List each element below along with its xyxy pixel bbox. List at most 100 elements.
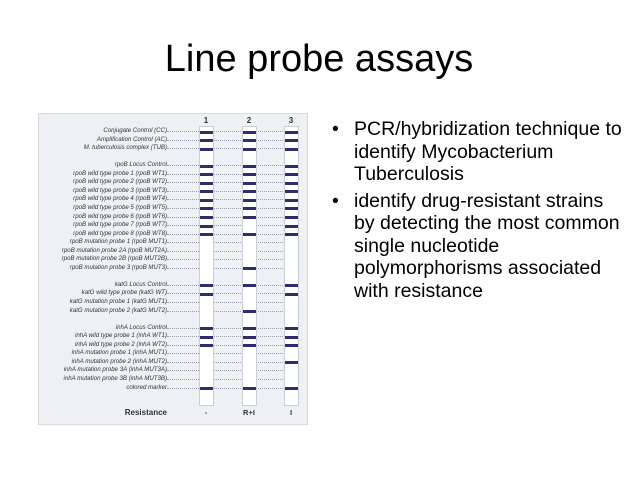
- probe-band: [285, 292, 298, 296]
- probe-row-label: inhA mutation probe 3B (inhA MUT3B): [63, 374, 167, 382]
- probe-row-guide: [167, 233, 297, 235]
- probe-row-guide: [167, 353, 297, 355]
- probe-band: [243, 344, 256, 348]
- probe-row-label: inhA wild type probe 1 (inhA WT1): [74, 332, 167, 340]
- probe-row-guide: [167, 242, 297, 244]
- probe-band: [285, 284, 298, 288]
- probe-band: [285, 361, 298, 365]
- probe-band: [285, 335, 298, 339]
- bullet-text: PCR/hybridization technique to identify …: [354, 118, 622, 185]
- probe-band: [200, 292, 213, 296]
- probe-band: [285, 216, 298, 219]
- probe-band: [243, 233, 256, 237]
- probe-band: [200, 139, 213, 143]
- probe-row-guide: [167, 131, 297, 132]
- probe-row-guide: [167, 293, 297, 295]
- bullet-item: • identify drug-resistant strains by dete…: [332, 190, 622, 303]
- probe-row-guide: [167, 302, 297, 303]
- probe-row-guide: [167, 148, 297, 150]
- probe-band: [200, 207, 213, 211]
- probe-row-label: M. tuberculosis complex (TUB): [83, 144, 167, 152]
- probe-row-label: Conjugate Control (CC): [103, 127, 167, 134]
- bullet-item: • PCR/hybridization technique to identify…: [332, 118, 622, 186]
- probe-row-label: rpoB wild type probe 2 (rpoB WT2): [73, 178, 167, 186]
- probe-row-guide: [167, 199, 297, 201]
- probe-row-label: inhA mutation probe 3A (inhA MUT3A): [63, 366, 167, 374]
- probe-row-guide: [167, 259, 297, 261]
- probe-row-guide: [167, 173, 297, 175]
- probe-band: [285, 327, 298, 331]
- probe-band: [200, 198, 213, 202]
- probe-row-guide: [167, 225, 297, 227]
- probe-band: [243, 207, 256, 211]
- probe-row-guide: [167, 327, 297, 329]
- strip-number: 1: [203, 116, 209, 125]
- probe-band: [200, 327, 213, 331]
- bullet-dot-icon: •: [332, 118, 339, 140]
- probe-row-label: colored marker: [126, 383, 167, 391]
- probe-row-label: inhA wild type probe 2 (inhA WT2): [74, 340, 167, 348]
- probe-band: [243, 335, 256, 339]
- probe-band: [285, 164, 298, 168]
- probe-row-label: rpoB mutation probe 3 (rpoB MUT3): [69, 263, 167, 271]
- resistance-label: Resistance: [124, 408, 167, 417]
- probe-band: [200, 130, 213, 134]
- probe-band: [285, 190, 298, 194]
- probe-band: [243, 139, 256, 143]
- probe-row-guide: [167, 190, 297, 192]
- probe-band: [200, 216, 213, 219]
- probe-band: [285, 344, 298, 348]
- probe-band: [285, 147, 298, 151]
- resistance-value: -: [204, 408, 208, 417]
- resistance-value: R+I: [243, 408, 255, 417]
- probe-row-guide: [167, 165, 297, 167]
- probe-band: [200, 387, 213, 390]
- probe-band: [285, 139, 298, 143]
- strip-number: 2: [246, 116, 252, 125]
- probe-row-guide: [167, 216, 297, 218]
- slide-title: Line probe assays: [164, 38, 474, 80]
- probe-band: [243, 147, 256, 151]
- probe-row-guide: [167, 370, 297, 372]
- probe-band: [200, 190, 213, 194]
- bullet-dot-icon: •: [332, 189, 339, 212]
- line-probe-assay-figure: Resistance Conjugate Control (CC)Amplifi…: [38, 113, 308, 425]
- probe-row-guide: [167, 361, 297, 363]
- probe-band: [285, 224, 298, 228]
- probe-band: [200, 224, 213, 228]
- probe-band: [243, 310, 256, 314]
- probe-row-guide: [167, 284, 297, 286]
- probe-band: [285, 181, 298, 185]
- probe-band: [243, 190, 256, 194]
- probe-band: [243, 267, 256, 271]
- probe-row-label: rpoB wild type probe 4 (rpoB WT4): [73, 195, 167, 203]
- probe-band: [200, 147, 213, 151]
- probe-row-label: rpoB mutation probe 2B (rpoB MUT2B): [61, 255, 167, 263]
- probe-row-guide: [167, 344, 297, 346]
- probe-row-label: rpoB mutation probe 1 (rpoB MUT1): [69, 238, 167, 246]
- strip-number: 3: [288, 116, 294, 125]
- probe-row-label: Amplification Control (AC): [96, 135, 167, 143]
- probe-row-label: rpoB Locus Control: [114, 161, 167, 169]
- probe-row-guide: [167, 139, 297, 141]
- probe-row-label: rpoB wild type probe 6 (rpoB WT6): [73, 212, 167, 220]
- probe-band: [243, 327, 256, 331]
- probe-band: [200, 164, 213, 168]
- probe-row-label: rpoB wild type probe 7 (rpoB WT7): [73, 221, 167, 229]
- probe-row-guide: [167, 250, 297, 252]
- resistance-value: I: [289, 408, 293, 417]
- probe-band: [285, 198, 298, 202]
- probe-row-label: katG mutation probe 1 (katG MUT1): [69, 298, 167, 305]
- probe-band: [285, 233, 298, 237]
- probe-row-guide: [167, 267, 297, 269]
- probe-band: [285, 207, 298, 211]
- probe-row-label: rpoB mutation probe 2A (rpoB MUT2A): [61, 246, 167, 254]
- probe-band: [200, 284, 213, 288]
- probe-band: [243, 181, 256, 185]
- probe-row-label: rpoB wild type probe 3 (rpoB WT3): [73, 186, 167, 194]
- bullet-text: identify drug-resistant strains by detec…: [354, 189, 620, 302]
- probe-band: [200, 181, 213, 185]
- probe-row-label: rpoB wild type probe 5 (rpoB WT5): [73, 203, 167, 211]
- test-strip: [242, 126, 257, 406]
- probe-row-guide: [167, 336, 297, 338]
